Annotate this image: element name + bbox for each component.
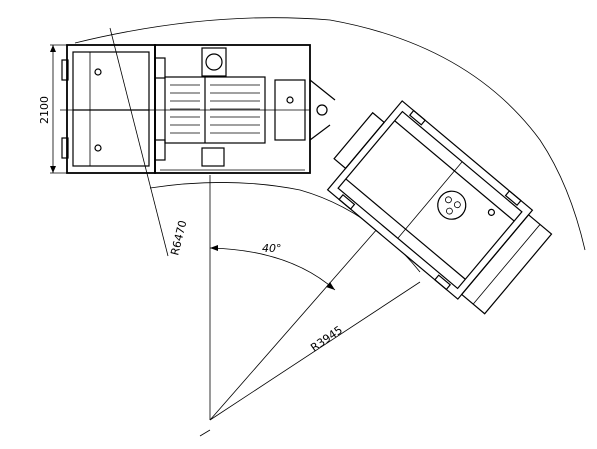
- angle-arrow-right: [326, 282, 335, 290]
- angle-label: 40°: [262, 242, 282, 255]
- outer-turning-arc: [74, 17, 586, 251]
- width-arrow-top: [50, 45, 56, 52]
- inner-radius-label: R3945: [308, 323, 345, 354]
- inner-radius-line: [209, 227, 379, 421]
- outer-radius-line: [109, 27, 169, 257]
- angle-arc: [209, 247, 336, 291]
- angle-arrow-left: [210, 245, 218, 251]
- inner-radius-leader: [209, 281, 421, 421]
- articulation-joint: [309, 79, 336, 141]
- outer-radius-label: R6470: [168, 219, 189, 257]
- leader-tail: [199, 429, 211, 437]
- width-arrow-bottom: [50, 166, 56, 173]
- rear-unit: [326, 100, 553, 315]
- width-dimension-label: 2100: [38, 96, 51, 124]
- engine-section: [154, 44, 311, 174]
- front-unit: [61, 44, 166, 174]
